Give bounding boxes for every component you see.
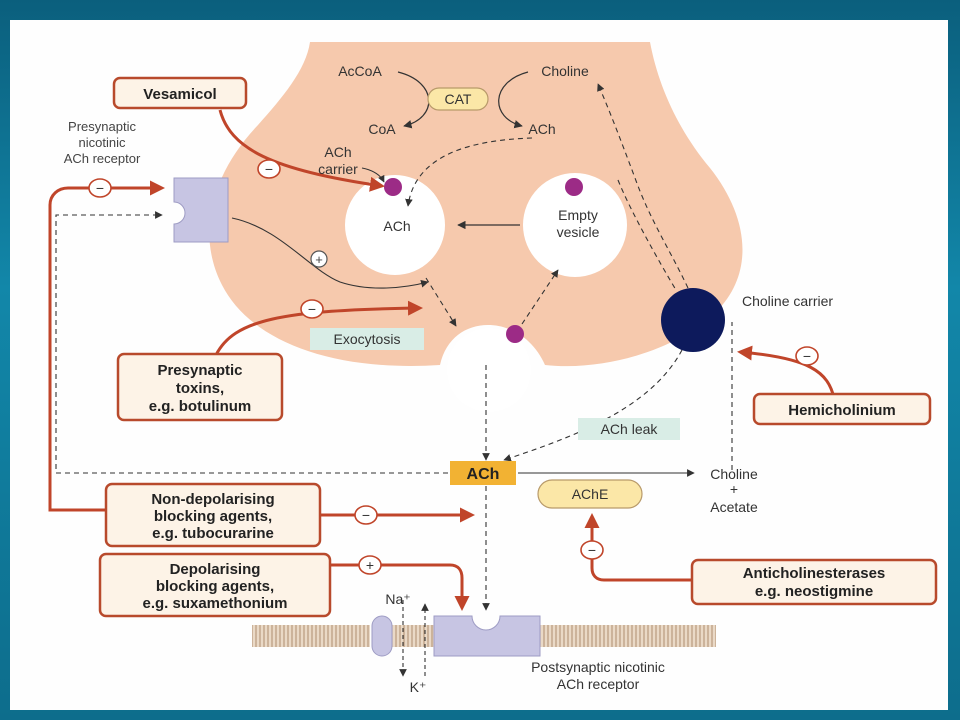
accoa-label: AcCoA: [338, 63, 382, 79]
ach-vesicle: [345, 175, 445, 275]
presynaptic-receptor-label-2: nicotinic: [79, 135, 126, 150]
diagram-panel: − − − − − + −: [10, 20, 948, 710]
ach-leak-label: ACh leak: [578, 418, 680, 440]
svg-text:−: −: [308, 301, 316, 317]
svg-text:Exocytosis: Exocytosis: [334, 331, 401, 347]
svg-text:−: −: [96, 180, 104, 196]
vesamicol-minus-sign: −: [257, 159, 281, 179]
svg-text:Hemicholinium: Hemicholinium: [788, 402, 896, 419]
na-ion-label: Na⁺: [385, 591, 410, 607]
choline-carrier-label: Choline carrier: [742, 293, 833, 309]
plus-product-label: +: [730, 481, 738, 497]
postsynaptic-receptor-label-2: ACh receptor: [557, 676, 640, 692]
hemicholinium-box: Hemicholinium: [752, 392, 932, 426]
svg-text:−: −: [265, 161, 273, 177]
postsynaptic-receptor-shape: [433, 615, 541, 657]
anticholinesterase-minus-sign: −: [580, 540, 604, 560]
depolarising-box: Depolarising blocking agents, e.g. suxam…: [98, 552, 332, 618]
svg-text:AChE: AChE: [572, 486, 609, 502]
presynaptic-toxins-box: Presynaptic toxins, e.g. botulinum: [116, 352, 284, 422]
empty-vesicle-carrier-dot: [565, 178, 583, 196]
receptor-facilitation-line: [231, 217, 429, 289]
vesicle-to-exocytosis-dashed: [425, 277, 457, 327]
ach-to-vesicle-dashed: [405, 137, 533, 207]
presynaptic-receptor-label-1: Presynaptic: [68, 119, 136, 134]
choline-product-label: Choline: [710, 466, 758, 482]
svg-text:Presynaptic: Presynaptic: [157, 362, 242, 379]
postsynaptic-receptor-label-1: Postsynaptic nicotinic: [531, 659, 665, 675]
svg-text:−: −: [362, 507, 370, 523]
choline-carrier-protein: [661, 288, 725, 352]
svg-text:CAT: CAT: [445, 91, 472, 107]
fusing-vesicle-carrier-dot: [506, 325, 524, 343]
empty-vesicle-label-1: Empty: [558, 207, 598, 223]
svg-text:e.g. botulinum: e.g. botulinum: [149, 398, 252, 415]
svg-text:−: −: [588, 542, 596, 558]
autoreceptor-feedback-dashed: [55, 211, 448, 474]
exocytosis-label: Exocytosis: [310, 328, 424, 350]
acetate-product-label: Acetate: [710, 499, 758, 515]
svg-text:+: +: [315, 252, 323, 267]
choline-carrier-link-dashed: [617, 179, 677, 291]
ion-channel: [371, 615, 393, 657]
anticholinesterase-arrow: [584, 513, 692, 582]
nerve-terminal: [209, 42, 743, 367]
svg-text:blocking agents,: blocking agents,: [156, 578, 274, 595]
presynaptic-receptor-label-3: ACh receptor: [64, 151, 141, 166]
nondepol-feedback-arrow: [48, 180, 165, 512]
depol-arrow: [330, 563, 470, 611]
empty-vesicle: [523, 173, 627, 277]
ach-carrier-label-1: ACh: [324, 144, 351, 160]
svg-text:e.g. suxamethonium: e.g. suxamethonium: [142, 595, 287, 612]
toxin-minus-sign: −: [300, 299, 324, 319]
depol-plus-sign: +: [358, 555, 382, 575]
postsynaptic-membrane-mid: [390, 625, 438, 647]
postsynaptic-membrane-right: [540, 625, 716, 647]
vesamicol-arrow: [218, 109, 385, 192]
choline-to-ach-arrow: [498, 71, 529, 129]
ach-vesicle-label: ACh: [383, 218, 410, 234]
choline-top-label: Choline: [541, 63, 589, 79]
svg-text:Depolarising: Depolarising: [170, 561, 261, 578]
facilitation-plus-sign: +: [310, 250, 328, 268]
toxin-arrow: [214, 300, 423, 356]
cat-enzyme: CAT: [427, 87, 489, 111]
feedback-minus-sign: −: [88, 178, 112, 198]
nondepol-minus-sign: −: [354, 505, 378, 525]
empty-vesicle-label-2: vesicle: [557, 224, 600, 240]
svg-text:blocking agents,: blocking agents,: [154, 508, 272, 525]
svg-text:e.g. tubocurarine: e.g. tubocurarine: [152, 525, 274, 542]
svg-text:ACh: ACh: [467, 466, 500, 483]
fusing-vesicle: [447, 328, 531, 412]
svg-text:−: −: [803, 348, 811, 364]
anticholinesterases-box: Anticholinesterases e.g. neostigmine: [690, 558, 938, 606]
svg-text:Anticholinesterases: Anticholinesterases: [743, 565, 886, 582]
svg-text:ACh leak: ACh leak: [601, 421, 659, 437]
recycle-to-empty-dashed: [521, 269, 559, 325]
svg-text:Vesamicol: Vesamicol: [143, 86, 216, 103]
nondepolarising-box: Non-depolarising blocking agents, e.g. t…: [104, 482, 322, 548]
svg-text:Non-depolarising: Non-depolarising: [151, 491, 274, 508]
presynaptic-receptor-shape: [173, 177, 229, 243]
svg-text:e.g. neostigmine: e.g. neostigmine: [755, 583, 873, 600]
postsynaptic-membrane-left: [252, 625, 370, 647]
ach-top-label: ACh: [528, 121, 555, 137]
hemicholinium-arrow: [737, 345, 836, 399]
ache-enzyme: AChE: [537, 479, 643, 509]
hemicholinium-minus-sign: −: [795, 346, 819, 366]
cholinergic-synapse-diagram: − − − − − + −: [48, 42, 938, 695]
vesamicol-box: Vesamicol: [112, 76, 248, 110]
ach-carrier-label-2: carrier: [318, 161, 358, 177]
k-ion-label: K⁺: [410, 679, 427, 695]
svg-text:+: +: [366, 557, 374, 573]
coa-label: CoA: [368, 121, 396, 137]
svg-text:toxins,: toxins,: [176, 380, 224, 397]
ach-cleft-label: ACh: [450, 461, 516, 485]
ach-carrier-dot: [384, 178, 402, 196]
